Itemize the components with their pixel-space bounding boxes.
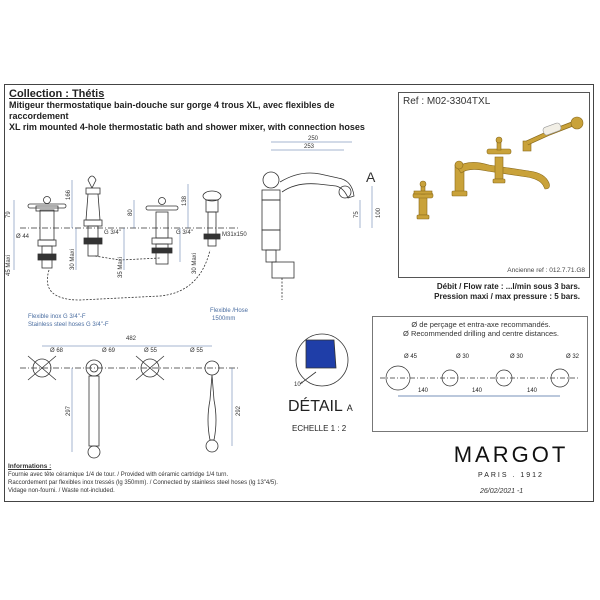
dim-100: 100 xyxy=(376,207,382,218)
detail-title-text: DÉTAIL xyxy=(288,398,343,415)
title-block: Collection : Thétis Mitigeur thermostati… xyxy=(9,88,389,133)
dim-d55-a: Ø 55 xyxy=(144,348,158,354)
drill-spacing-1: 140 xyxy=(418,388,429,394)
detail-a-view xyxy=(295,333,349,387)
dim-45-maxi: 45 Maxi xyxy=(6,255,12,276)
flex-inox-label: Flexible inox G 3/4"-F xyxy=(28,314,86,320)
drawing-frame xyxy=(4,84,594,502)
product-render xyxy=(412,116,584,220)
front-left-valve xyxy=(27,196,67,269)
dim-g34-a: G 3/4" xyxy=(104,230,121,236)
info-line-1: Fournie avec tête céramique 1/4 de tour.… xyxy=(8,472,229,478)
hose-left xyxy=(47,249,211,301)
dim-166: 166 xyxy=(66,189,72,200)
dim-m31: M31x150 xyxy=(222,232,247,238)
drilling-title-fr: Ø de perçage et entra-axe recommandés. xyxy=(411,320,551,329)
info-heading: Informations : xyxy=(8,463,52,470)
drill-hole-label-1: Ø 45 xyxy=(404,354,418,360)
flex-hose-label: Flexible /Hose xyxy=(210,308,249,314)
front-right-valve xyxy=(145,197,179,265)
reference-label: Ref : M02-3304TXL xyxy=(403,96,491,107)
front-handshower xyxy=(202,190,222,247)
drill-hole-label-3: Ø 30 xyxy=(510,354,524,360)
drawing-date: 26/02/2021 -1 xyxy=(480,488,524,495)
info-line-2: Raccordement par flexibles inox tressés … xyxy=(8,480,278,486)
dim-80: 80 xyxy=(128,209,134,216)
drill-spacing-2: 140 xyxy=(472,388,483,394)
old-reference: Ancienne ref : 012.7.71.G8 xyxy=(507,267,585,274)
dim-138: 138 xyxy=(182,195,188,206)
detail-marker-a: A xyxy=(366,169,376,185)
brand-city: PARIS . 1912 xyxy=(478,472,544,479)
drilling-diagram xyxy=(380,365,580,397)
left-valve-render xyxy=(412,180,434,220)
collection-title: Collection : Thétis xyxy=(9,88,105,100)
info-block: Informations : Fournie avec tête céramiq… xyxy=(8,463,308,495)
reference-box: Ref : M02-3304TXL xyxy=(398,92,590,278)
drilling-box: Ø de perçage et entra-axe recommandés. Ø… xyxy=(372,316,588,432)
top-view xyxy=(20,355,240,459)
detail-angle: 10° xyxy=(294,382,304,388)
dim-30-maxi-b: 30 Maxi xyxy=(192,253,198,274)
hose-right xyxy=(94,255,161,261)
dim-79: 79 xyxy=(6,211,12,218)
dim-30-maxi-a: 30 Maxi xyxy=(70,249,76,270)
flow-rate: Débit / Flow rate : ...l/min sous 3 bars… xyxy=(436,282,580,291)
info-line-3: Vidage non-fourni. / Waste not-included. xyxy=(8,488,115,494)
spout-render xyxy=(451,160,550,197)
dim-g34-b: G 3/4" xyxy=(176,230,193,236)
flex-steel-label: Stainless steel hoses G 3/4"-F xyxy=(28,322,109,328)
max-pressure: Pression maxi / max pressure : 5 bars. xyxy=(434,292,580,301)
dim-250: 250 xyxy=(308,136,319,142)
drill-spacing-3: 140 xyxy=(527,388,538,394)
handshower-render xyxy=(522,116,584,152)
brand-logo: MARGOT xyxy=(453,442,569,467)
description-en: XL rim mounted 4-hole thermostatic bath … xyxy=(9,122,365,132)
dim-35-maxi: 35 Maxi xyxy=(118,257,124,278)
dim-d69: Ø 69 xyxy=(102,348,116,354)
drill-hole-label-2: Ø 30 xyxy=(456,354,470,360)
front-spout xyxy=(83,175,103,257)
detail-title: DÉTAIL A xyxy=(288,398,353,416)
dim-253: 253 xyxy=(304,144,315,150)
dim-292: 292 xyxy=(236,405,242,416)
dim-d55-b: Ø 55 xyxy=(190,348,204,354)
description-fr: Mitigeur thermostatique bain-douche sur … xyxy=(9,100,335,121)
dim-482: 482 xyxy=(126,336,137,342)
dim-75: 75 xyxy=(354,211,360,218)
right-valve-render xyxy=(486,136,512,184)
side-view xyxy=(261,171,355,300)
flex-length-label: 1500mm xyxy=(212,316,235,322)
drill-hole-label-4: Ø 32 xyxy=(566,354,580,360)
dim-297: 297 xyxy=(66,405,72,416)
drilling-title-en: Ø Recommended drilling and centre distan… xyxy=(403,329,559,338)
detail-letter: A xyxy=(346,403,353,413)
specs-block: Débit / Flow rate : ...l/min sous 3 bars… xyxy=(434,282,580,302)
detail-scale: ECHELLE 1 : 2 xyxy=(292,424,347,433)
dim-d44: Ø 44 xyxy=(16,234,30,240)
dim-d68: Ø 68 xyxy=(50,348,64,354)
